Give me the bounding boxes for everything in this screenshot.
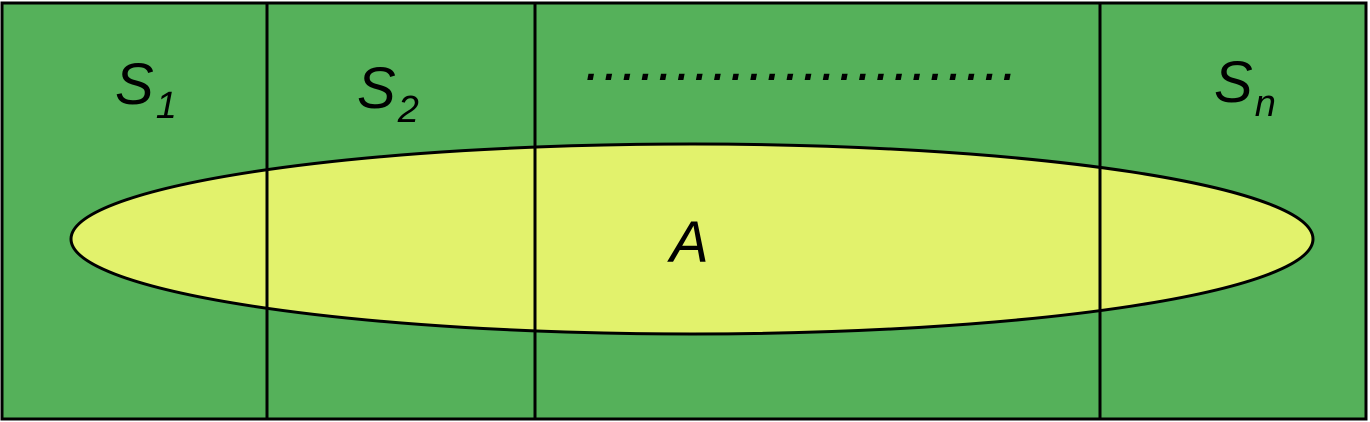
partition-label-sn: Sn bbox=[1214, 50, 1276, 125]
label-base: S bbox=[1214, 50, 1253, 115]
event-a-ellipse bbox=[69, 142, 1315, 336]
label-subscript: 2 bbox=[397, 89, 419, 131]
label-base: S bbox=[357, 56, 396, 121]
label-subscript: n bbox=[1255, 83, 1276, 125]
partition-label-s1: S1 bbox=[115, 52, 177, 127]
label-base: S bbox=[115, 52, 154, 117]
label-subscript: 1 bbox=[156, 85, 177, 127]
set-a-label: A bbox=[667, 210, 709, 275]
partition-ellipsis: ........................ bbox=[585, 28, 1020, 93]
partition-label-s2: S2 bbox=[357, 56, 419, 131]
